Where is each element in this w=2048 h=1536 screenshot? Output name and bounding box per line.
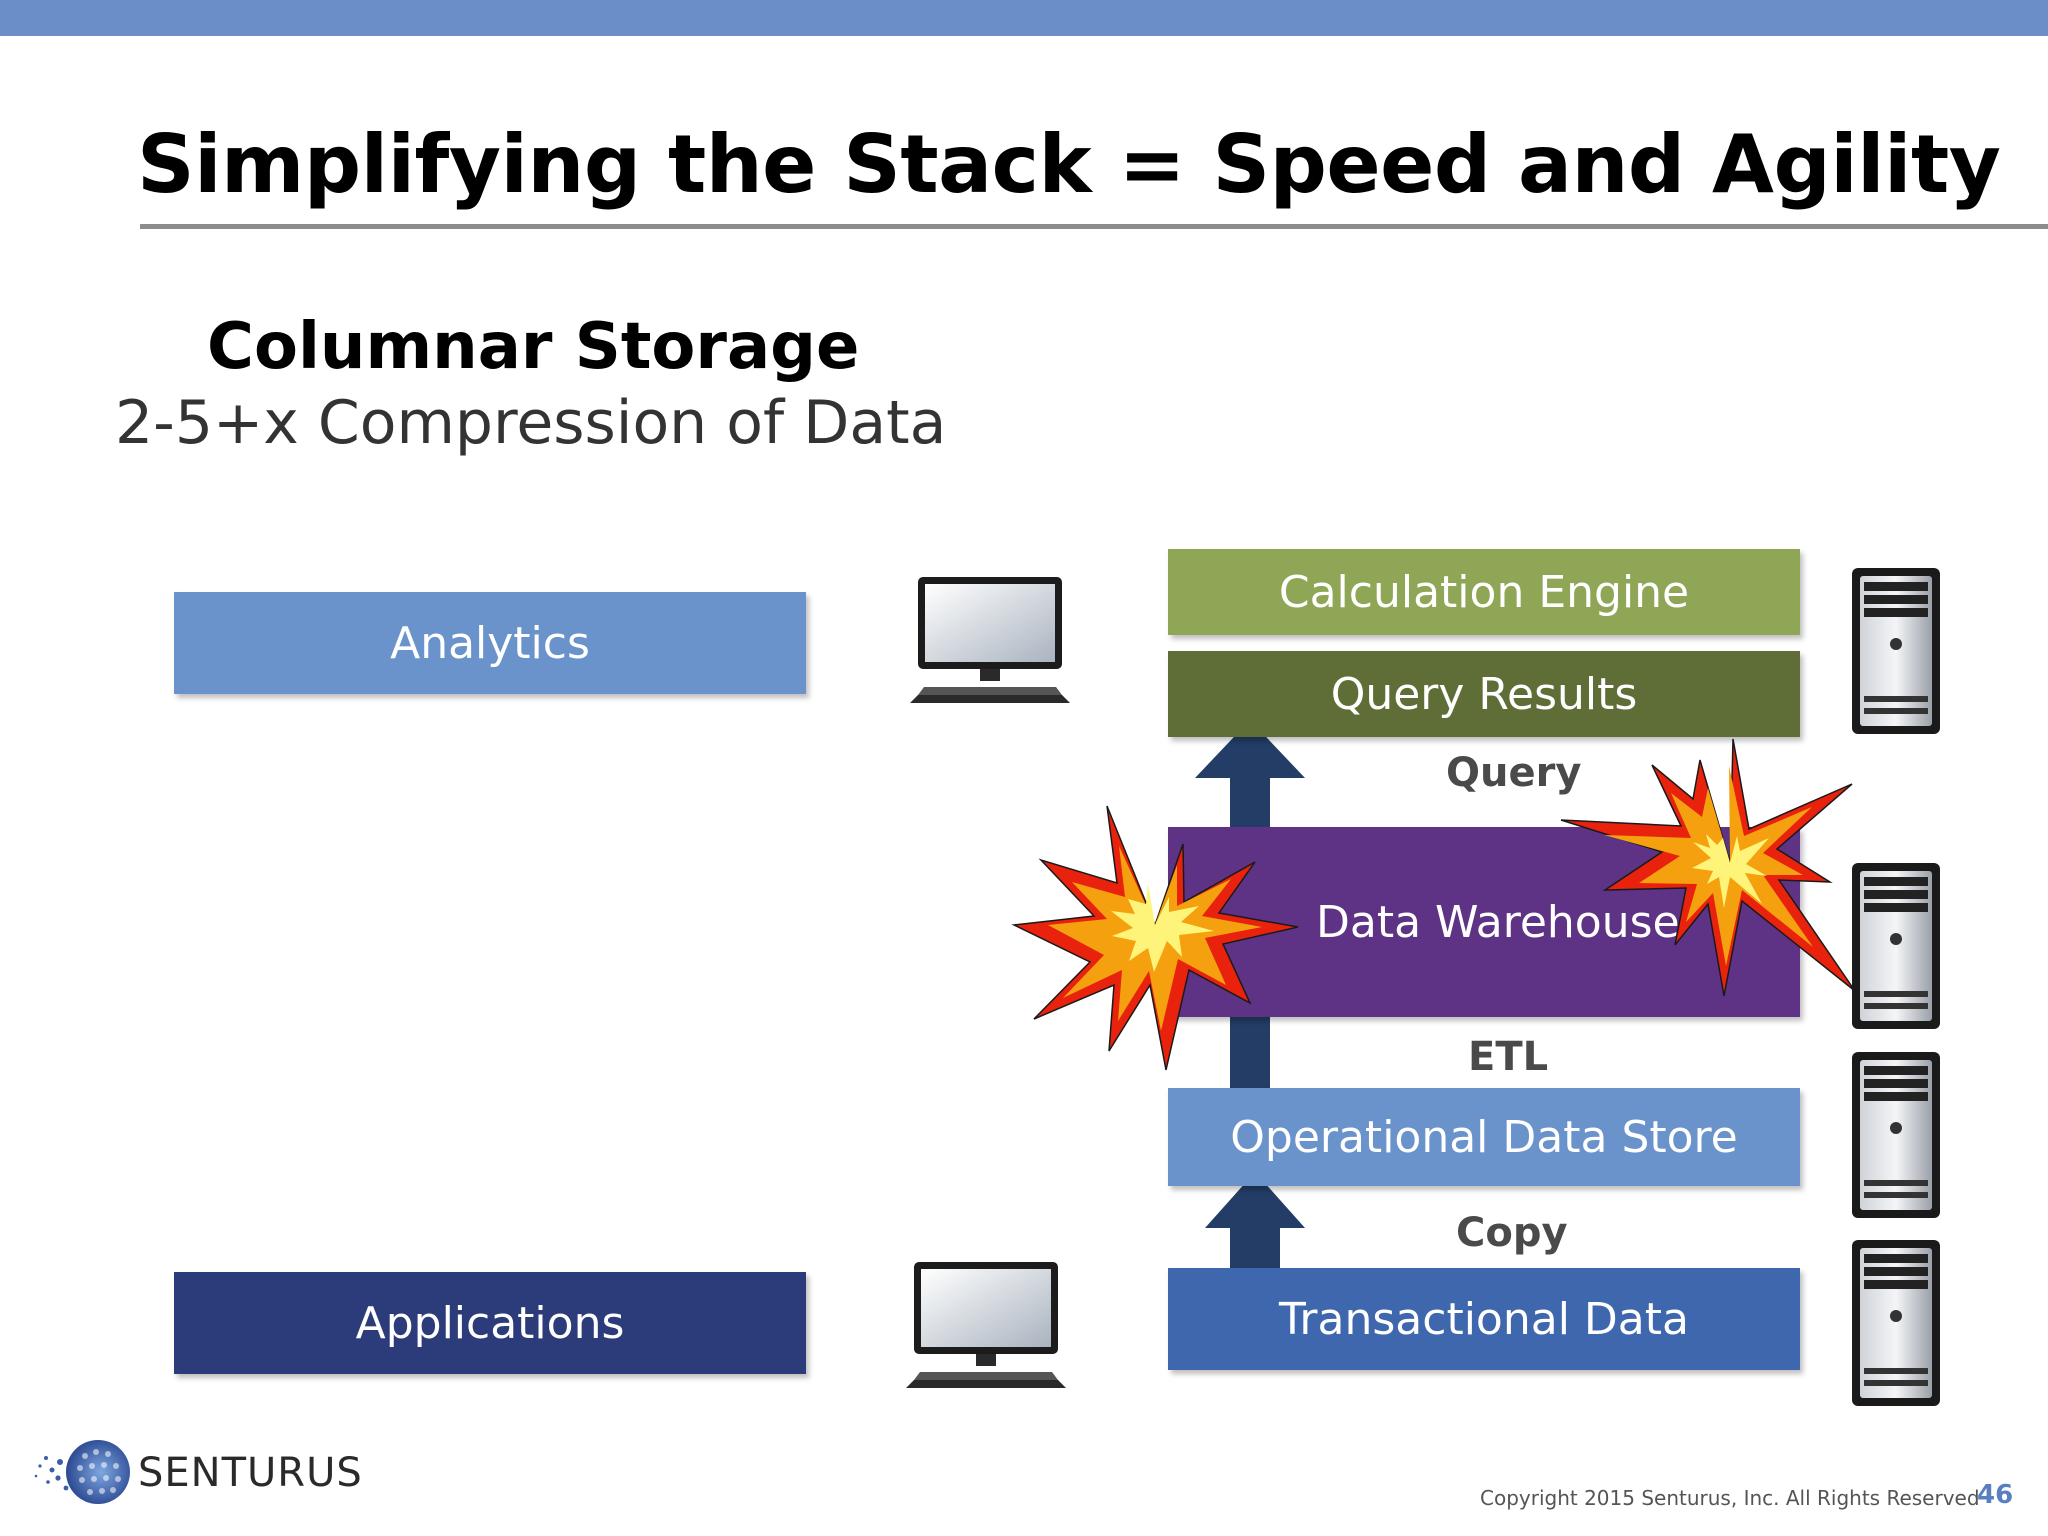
top-bar [0, 0, 2048, 36]
transactional-data-box: Transactional Data [1168, 1268, 1800, 1370]
subtitle: Columnar Storage [207, 310, 860, 384]
copy-arrow [1205, 1172, 1305, 1272]
query-flow-label: Query [1446, 750, 1582, 796]
slide-title: Simplifying the Stack = Speed and Agilit… [137, 118, 2001, 211]
title-underline [140, 224, 2048, 229]
page-number: 46 [1977, 1480, 2014, 1510]
tower-server-icon [1852, 1052, 1940, 1218]
calculation-engine-label: Calculation Engine [1278, 566, 1690, 618]
copyright-text: Copyright 2015 Senturus, Inc. All Rights… [1480, 1486, 1980, 1510]
etl-flow-label: ETL [1468, 1034, 1549, 1080]
transactional-data-label: Transactional Data [1279, 1293, 1689, 1345]
sub-subtitle: 2-5+x Compression of Data [115, 388, 947, 458]
data-warehouse-label: Data Warehouse [1316, 896, 1680, 948]
query-results-box: Query Results [1168, 651, 1800, 737]
applications-label: Applications [355, 1297, 625, 1349]
explosion-icon [1011, 805, 1299, 1071]
operational-data-store-box: Operational Data Store [1168, 1088, 1800, 1186]
desktop-computer-icon [906, 1262, 1066, 1388]
operational-data-store-label: Operational Data Store [1230, 1111, 1738, 1163]
copy-flow-label: Copy [1456, 1210, 1568, 1256]
applications-box: Applications [174, 1272, 806, 1374]
senturus-globe-icon [34, 1440, 130, 1504]
calculation-engine-box: Calculation Engine [1168, 549, 1800, 635]
tower-server-icon [1852, 1240, 1940, 1406]
query-results-label: Query Results [1330, 668, 1638, 720]
analytics-label: Analytics [390, 617, 590, 669]
tower-server-icon [1852, 568, 1940, 734]
analytics-box: Analytics [174, 592, 806, 694]
explosion-icon [1560, 738, 1856, 997]
senturus-logo-text: SENTURUS [138, 1450, 363, 1496]
tower-server-icon [1852, 863, 1940, 1029]
desktop-computer-icon [910, 577, 1070, 703]
